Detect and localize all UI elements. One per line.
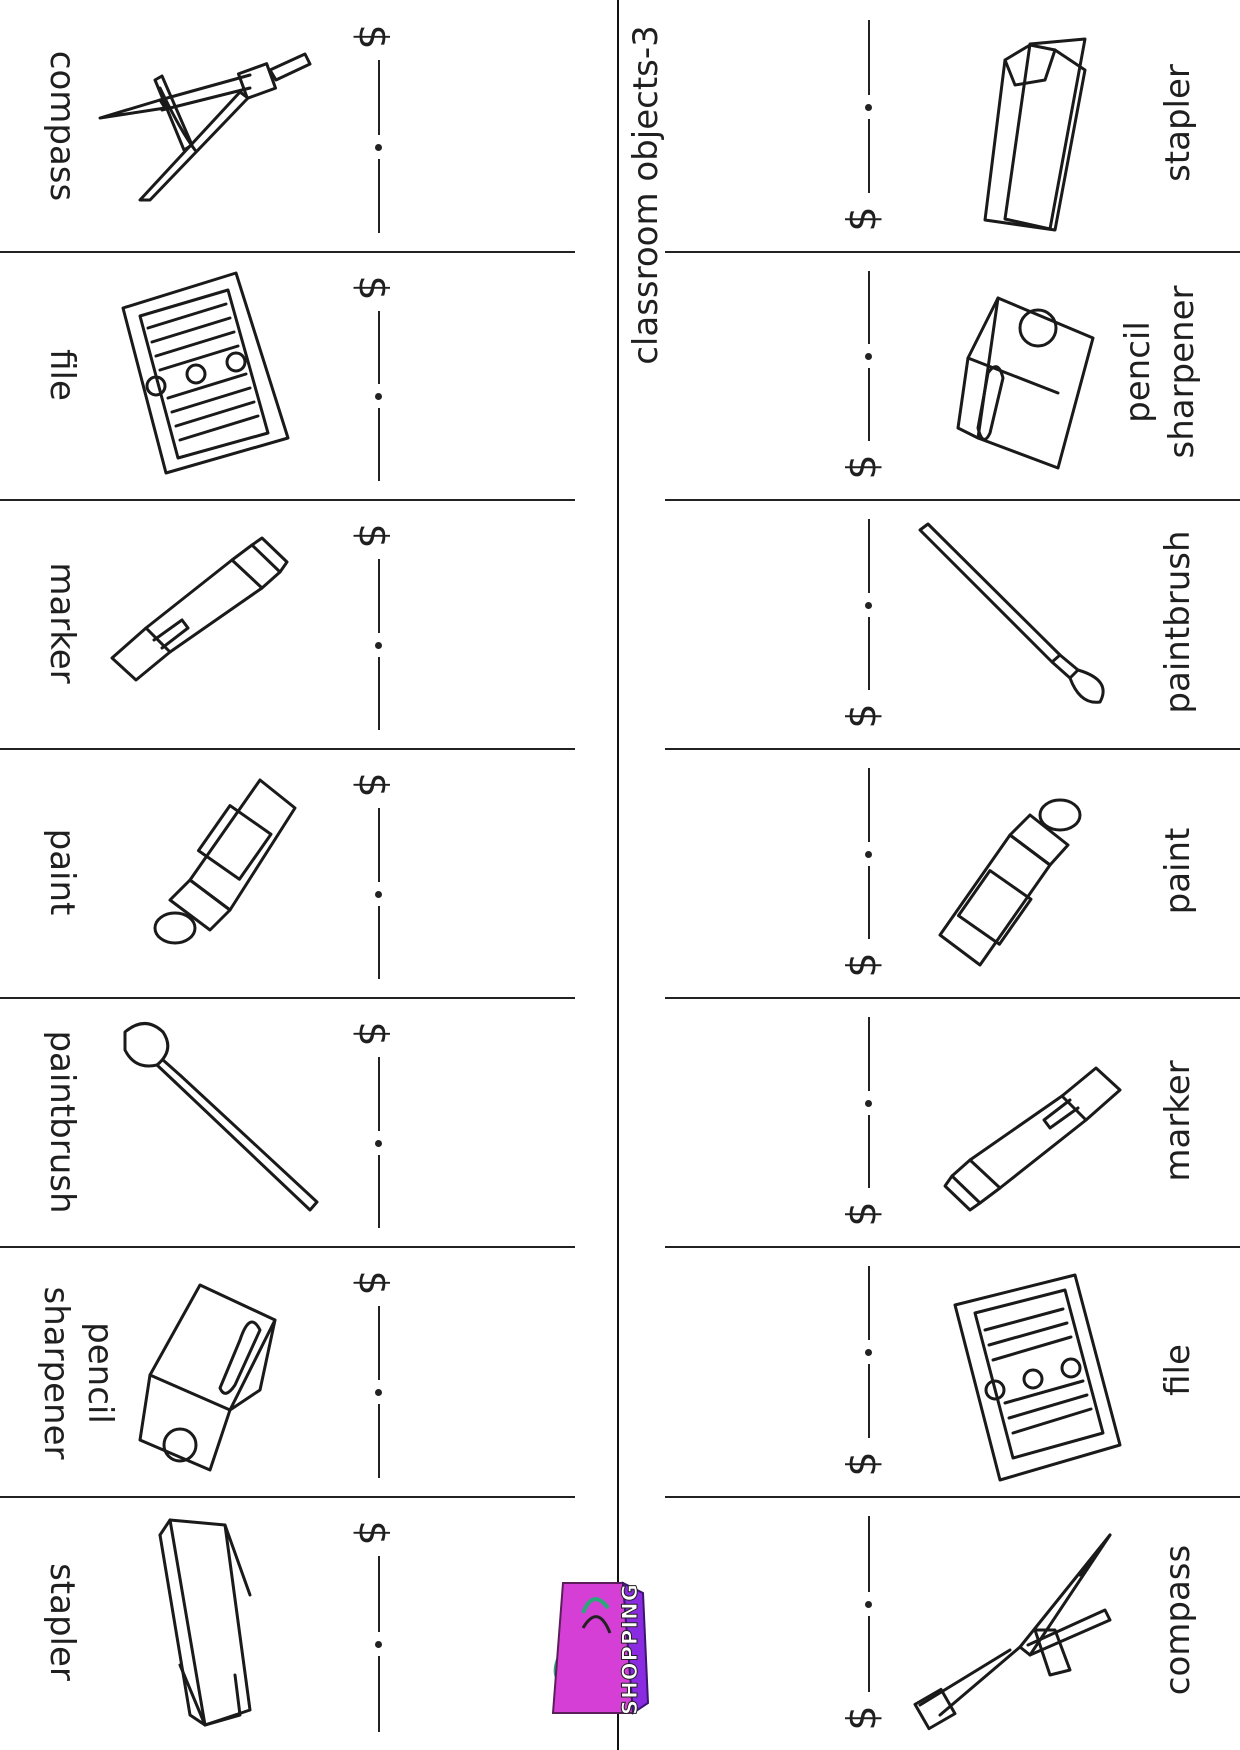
cents-blank[interactable]	[868, 616, 870, 690]
compass-icon	[98, 52, 312, 202]
left-label-pencil-sharpener: pencil sharpener	[36, 1286, 120, 1460]
logo-text: SHOPPING	[618, 1583, 643, 1716]
cents-blank[interactable]	[868, 118, 870, 193]
cents-blank[interactable]	[868, 1114, 870, 1188]
cents-blank[interactable]	[378, 1656, 380, 1732]
dollar-sign: $	[349, 1520, 396, 1546]
paint-tube-icon	[938, 798, 1082, 967]
whole-dollars-blank[interactable]	[868, 271, 870, 344]
decimal-point	[865, 1601, 872, 1608]
whole-dollars-blank[interactable]	[378, 60, 380, 135]
dollar-sign: $	[349, 275, 396, 301]
dollar-sign: $	[839, 1451, 886, 1477]
left-label-paintbrush: paintbrush	[42, 1030, 82, 1214]
whole-dollars-blank[interactable]	[868, 519, 870, 593]
cents-blank[interactable]	[378, 408, 380, 481]
cents-blank[interactable]	[378, 1404, 380, 1478]
dollar-sign: $	[349, 1021, 396, 1047]
decimal-point	[865, 850, 872, 858]
whole-dollars-blank[interactable]	[868, 768, 870, 842]
decimal-point	[375, 1139, 382, 1147]
dollar-sign: $	[349, 24, 396, 50]
decimal-point	[865, 353, 872, 360]
paintbrush-icon	[918, 522, 1105, 704]
dollar-sign: $	[839, 454, 886, 480]
right-label-marker: marker	[1158, 1060, 1198, 1182]
decimal-point	[375, 1389, 382, 1396]
file-binder-icon	[953, 1273, 1122, 1482]
whole-dollars-blank[interactable]	[868, 1516, 870, 1592]
page-title: classroom objects-3	[626, 25, 666, 365]
pencil-sharpener-icon	[138, 1283, 277, 1472]
whole-dollars-blank[interactable]	[868, 1017, 870, 1091]
right-label-compass: compass	[1158, 1544, 1198, 1696]
left-label-stapler: stapler	[42, 1563, 82, 1681]
cents-blank[interactable]	[868, 1364, 870, 1438]
decimal-point	[865, 1349, 872, 1356]
marker-icon	[943, 1066, 1122, 1212]
whole-dollars-blank[interactable]	[378, 559, 380, 633]
marker-icon	[110, 536, 289, 682]
cents-blank[interactable]	[868, 368, 870, 441]
whole-dollars-blank[interactable]	[378, 1556, 380, 1632]
right-label-stapler: stapler	[1158, 64, 1198, 182]
whole-dollars-blank[interactable]	[378, 1306, 380, 1380]
decimal-point	[375, 1641, 382, 1648]
compass-icon	[913, 1533, 1112, 1731]
cents-blank[interactable]	[378, 158, 380, 233]
left-label-file: file	[42, 349, 82, 401]
cents-blank[interactable]	[378, 1154, 380, 1228]
whole-dollars-blank[interactable]	[868, 1266, 870, 1340]
decimal-point	[375, 890, 382, 898]
dollar-sign: $	[839, 952, 886, 978]
left-label-compass: compass	[42, 50, 82, 202]
dollar-sign: $	[839, 703, 886, 729]
pencil-sharpener-icon	[956, 296, 1095, 470]
dollar-sign: $	[349, 772, 396, 798]
shopping-logo: SHOPPING	[548, 1563, 658, 1733]
cents-blank[interactable]	[868, 1616, 870, 1692]
shopping-bag-icon	[551, 1581, 650, 1715]
cents-blank[interactable]	[378, 905, 380, 979]
right-label-file: file	[1158, 1344, 1198, 1396]
decimal-point	[375, 641, 382, 649]
dollar-sign: $	[839, 1201, 886, 1227]
left-label-marker: marker	[42, 562, 82, 684]
decimal-point	[375, 393, 382, 400]
right-label-pencil-sharpener: pencil sharpener	[1118, 285, 1202, 459]
right-label-paintbrush: paintbrush	[1158, 530, 1198, 714]
decimal-point	[865, 601, 872, 609]
dollar-sign: $	[349, 1270, 396, 1296]
stapler-icon	[158, 1518, 252, 1727]
paint-tube-icon	[153, 778, 297, 945]
whole-dollars-blank[interactable]	[378, 808, 380, 882]
paintbrush-icon	[123, 1022, 319, 1212]
right-label-paint: paint	[1158, 827, 1198, 915]
stapler-icon	[983, 37, 1087, 232]
whole-dollars-blank[interactable]	[378, 311, 380, 384]
decimal-point	[865, 1099, 872, 1107]
cents-blank[interactable]	[868, 865, 870, 939]
dollar-sign: $	[839, 1705, 886, 1731]
cents-blank[interactable]	[378, 656, 380, 730]
whole-dollars-blank[interactable]	[868, 20, 870, 95]
whole-dollars-blank[interactable]	[378, 1057, 380, 1131]
left-label-paint: paint	[42, 828, 82, 916]
decimal-point	[865, 103, 872, 111]
dollar-sign: $	[349, 523, 396, 549]
decimal-point	[375, 143, 382, 151]
dollar-sign: $	[839, 206, 886, 232]
file-binder-icon	[121, 271, 290, 475]
center-divider	[617, 0, 619, 1750]
